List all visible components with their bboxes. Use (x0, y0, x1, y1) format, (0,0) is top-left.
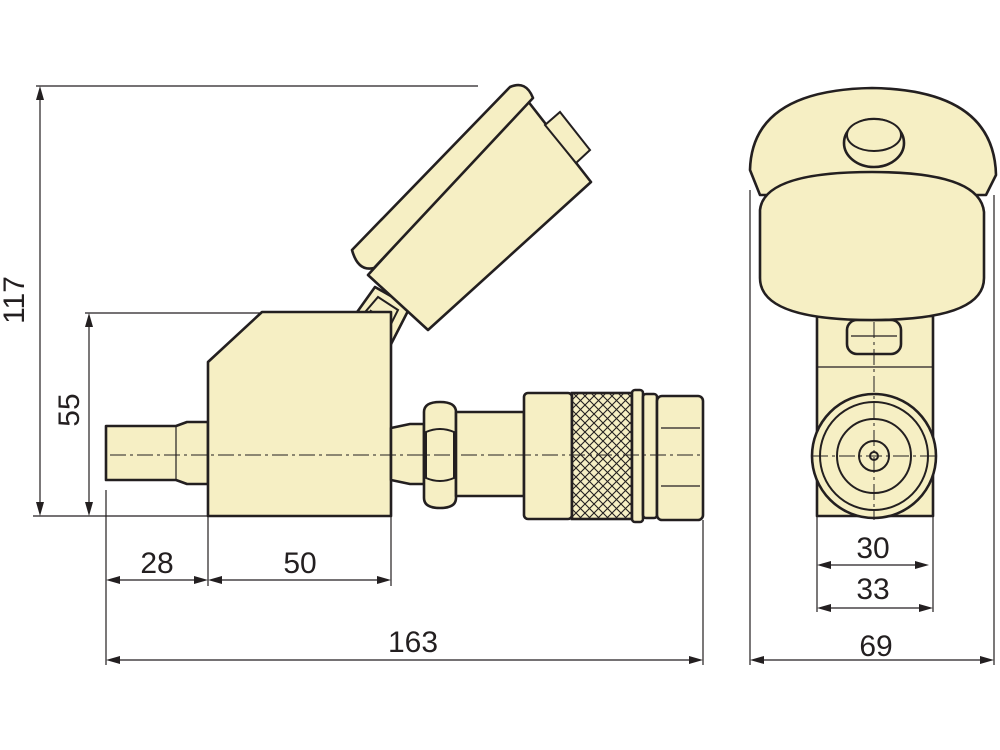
dimension-label-117: 117 (0, 276, 31, 324)
dimension-label-30: 30 (856, 532, 889, 565)
valve-body (206, 310, 393, 518)
knurled-sleeve (570, 391, 634, 521)
dimension-label-33: 33 (856, 573, 889, 606)
dimension-30: 30 (817, 532, 929, 569)
dimension-33: 33 (817, 573, 933, 612)
extension-lines (749, 190, 995, 665)
dimension-69: 69 (750, 630, 994, 664)
dimension-label-50: 50 (283, 547, 316, 580)
dimension-117: 117 (0, 86, 44, 516)
coupling-shaft (454, 410, 526, 498)
dimension-55: 55 (53, 313, 93, 516)
end-view: 30 33 69 (748, 86, 998, 665)
coupling-ring (641, 392, 659, 520)
coupling-ring (630, 388, 645, 524)
extension-lines (33, 85, 704, 665)
dimension-163: 163 (106, 626, 703, 664)
coupling-end-cap (655, 394, 705, 522)
outlet-stub (389, 422, 426, 486)
dimension-28: 28 (106, 547, 208, 584)
side-view: 117 55 28 50 163 (0, 83, 705, 665)
inlet-nozzle (104, 420, 210, 486)
dimension-50: 50 (208, 547, 391, 584)
dimension-label-163: 163 (388, 626, 438, 659)
dimension-label-28: 28 (140, 547, 173, 580)
coupling-collar (522, 391, 574, 521)
dimension-label-69: 69 (859, 630, 892, 663)
dimension-label-55: 55 (53, 393, 86, 426)
gauge-housing (350, 83, 593, 332)
gauge-face (758, 170, 986, 322)
